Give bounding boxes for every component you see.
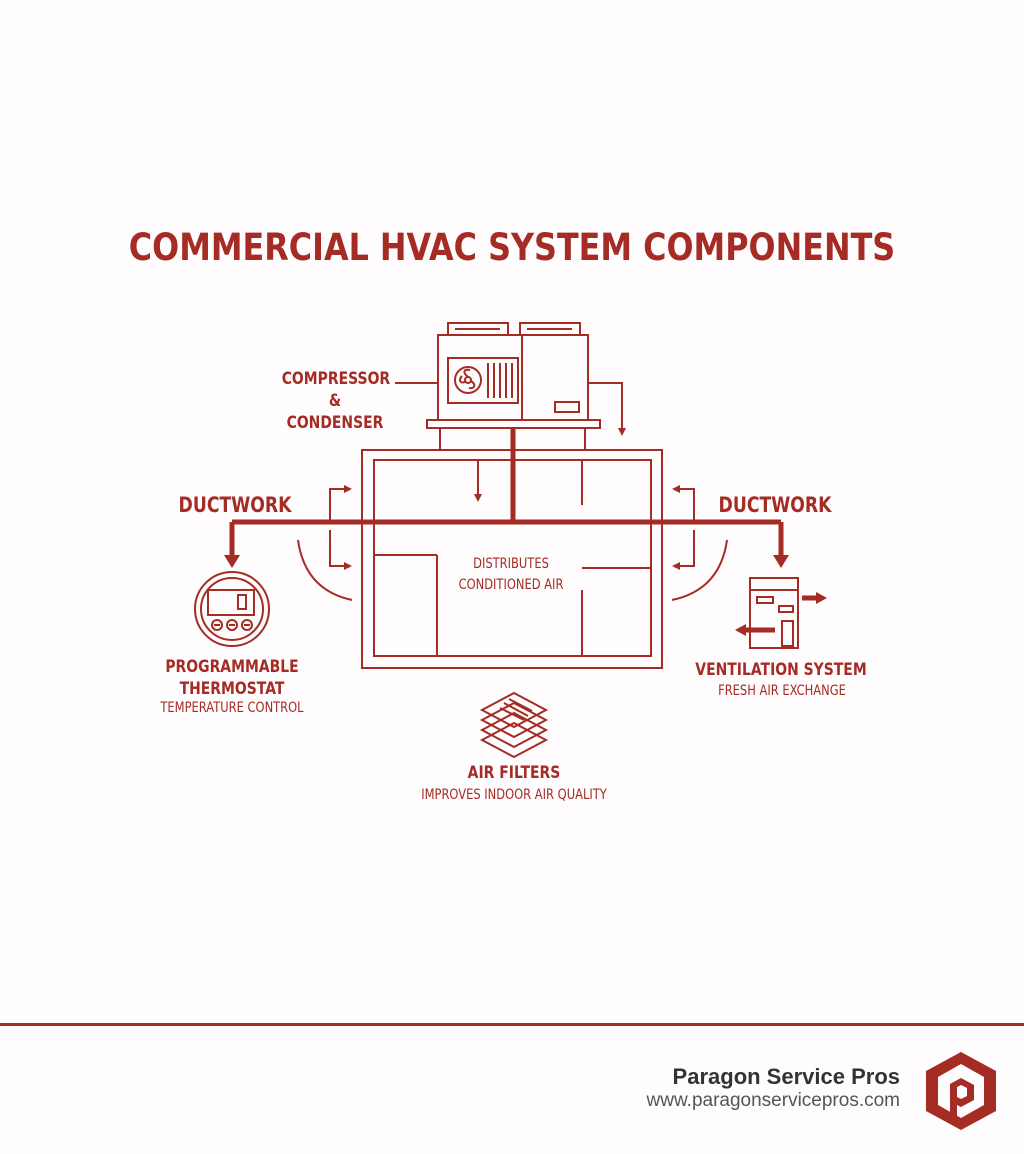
ductwork-arrow-right xyxy=(773,555,789,568)
filters-sublabel: IMPROVES INDOOR AIR QUALITY xyxy=(421,787,607,803)
building-label-line1: DISTRIBUTES xyxy=(473,556,549,572)
airflow-curve-right xyxy=(671,539,728,601)
ductwork-lines xyxy=(229,428,784,556)
airflow-curve-left xyxy=(297,539,353,601)
condenser-flow-arrow xyxy=(588,382,626,436)
thermostat-sublabel: TEMPERATURE CONTROL xyxy=(160,700,304,716)
fan-icon xyxy=(454,366,482,394)
compressor-label: COMPRESSOR & CONDENSER xyxy=(281,368,391,434)
filters-label: AIR FILTERS xyxy=(467,763,561,783)
footer-divider xyxy=(0,1023,1024,1026)
ventilation-label: VENTILATION SYSTEM xyxy=(695,660,867,680)
compressor-label-line2: & CONDENSER xyxy=(286,391,384,433)
brand-url[interactable]: www.paragonservicepros.com xyxy=(646,1090,900,1111)
thermostat-label: PROGRAMMABLE THERMOSTAT xyxy=(158,656,306,700)
ductwork-arrow-left xyxy=(224,555,240,568)
return-air-arrow-left xyxy=(329,485,352,520)
compressor-label-line1: COMPRESSOR xyxy=(281,369,391,389)
page-title: COMMERCIAL HVAC SYSTEM COMPONENTS xyxy=(128,226,896,269)
supply-air-arrow-right xyxy=(672,530,695,570)
paragon-logo-icon xyxy=(926,1052,996,1130)
building-label-line2: CONDITIONED AIR xyxy=(458,577,564,593)
air-filter-icon xyxy=(479,691,549,759)
return-air-arrow-right xyxy=(672,485,695,520)
ventilation-icon xyxy=(749,577,799,649)
thermostat-label-line1: PROGRAMMABLE xyxy=(165,657,299,677)
ductwork-right-label: DUCTWORK xyxy=(718,493,832,517)
brand-name: Paragon Service Pros xyxy=(672,1064,900,1089)
supply-air-arrow-left xyxy=(329,530,352,570)
hvac-diagram xyxy=(194,322,827,759)
ventilation-sublabel: FRESH AIR EXCHANGE xyxy=(718,683,846,699)
thermostat-icon xyxy=(194,571,270,647)
thermostat-label-line2: THERMOSTAT xyxy=(179,679,285,699)
ductwork-left-label: DUCTWORK xyxy=(178,493,292,517)
building-label: DISTRIBUTES CONDITIONED AIR xyxy=(450,554,573,596)
